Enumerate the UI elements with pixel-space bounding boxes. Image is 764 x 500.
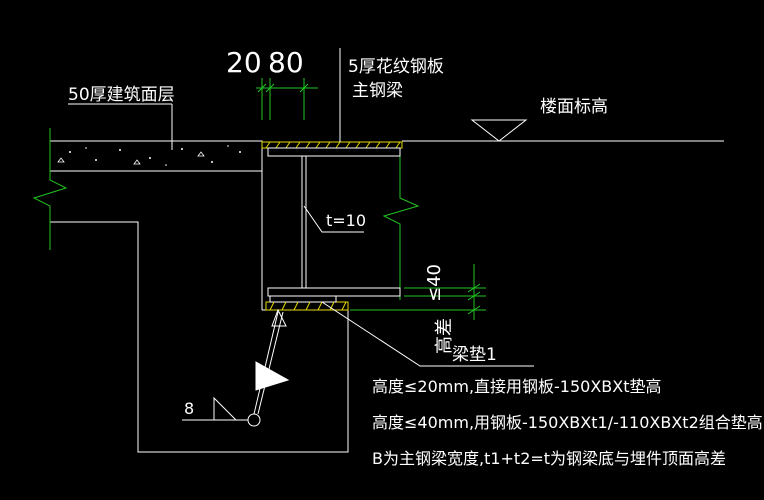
note-3: B为主钢梁宽度,t1+t2=t为钢梁底与埋件顶面高差: [372, 449, 726, 468]
pad-leader: [321, 301, 534, 367]
bearing-pad: [265, 295, 349, 311]
thickness-label: t=10: [326, 211, 366, 230]
elevation-symbol: [470, 119, 528, 142]
floor-elevation-label: 楼面标高: [540, 97, 608, 117]
height-diff-label: 高差: [434, 318, 455, 354]
plate-label: 5厚花纹钢板: [348, 57, 444, 77]
left-break-line: [32, 128, 68, 250]
top-dimension: [256, 78, 318, 120]
height-dimension: [350, 264, 486, 320]
floor-finish-label: 50厚建筑面层: [68, 85, 175, 105]
support-outline: [50, 221, 349, 453]
thickness-leader: [303, 205, 364, 233]
checkered-plate: [261, 141, 403, 149]
weld-size-label: 8: [184, 399, 194, 418]
note-2: 高度≤40mm,用钢板-150XBXt1/-110XBXt2组合垫高: [372, 413, 763, 432]
weld-symbol: [182, 308, 290, 427]
pad-label: 梁垫1: [452, 345, 497, 365]
dimension-40-label: ≤40: [424, 264, 445, 302]
dimension-20: 20: [226, 46, 262, 79]
floor-slab: [49, 140, 263, 172]
dimension-80: 80: [268, 46, 304, 79]
main-beam-label: 主钢梁: [352, 81, 403, 101]
concrete-hatch: [57, 145, 241, 166]
note-1: 高度≤20mm,直接用钢板-150XBXt垫高: [372, 377, 662, 396]
right-break-line: [382, 154, 420, 300]
